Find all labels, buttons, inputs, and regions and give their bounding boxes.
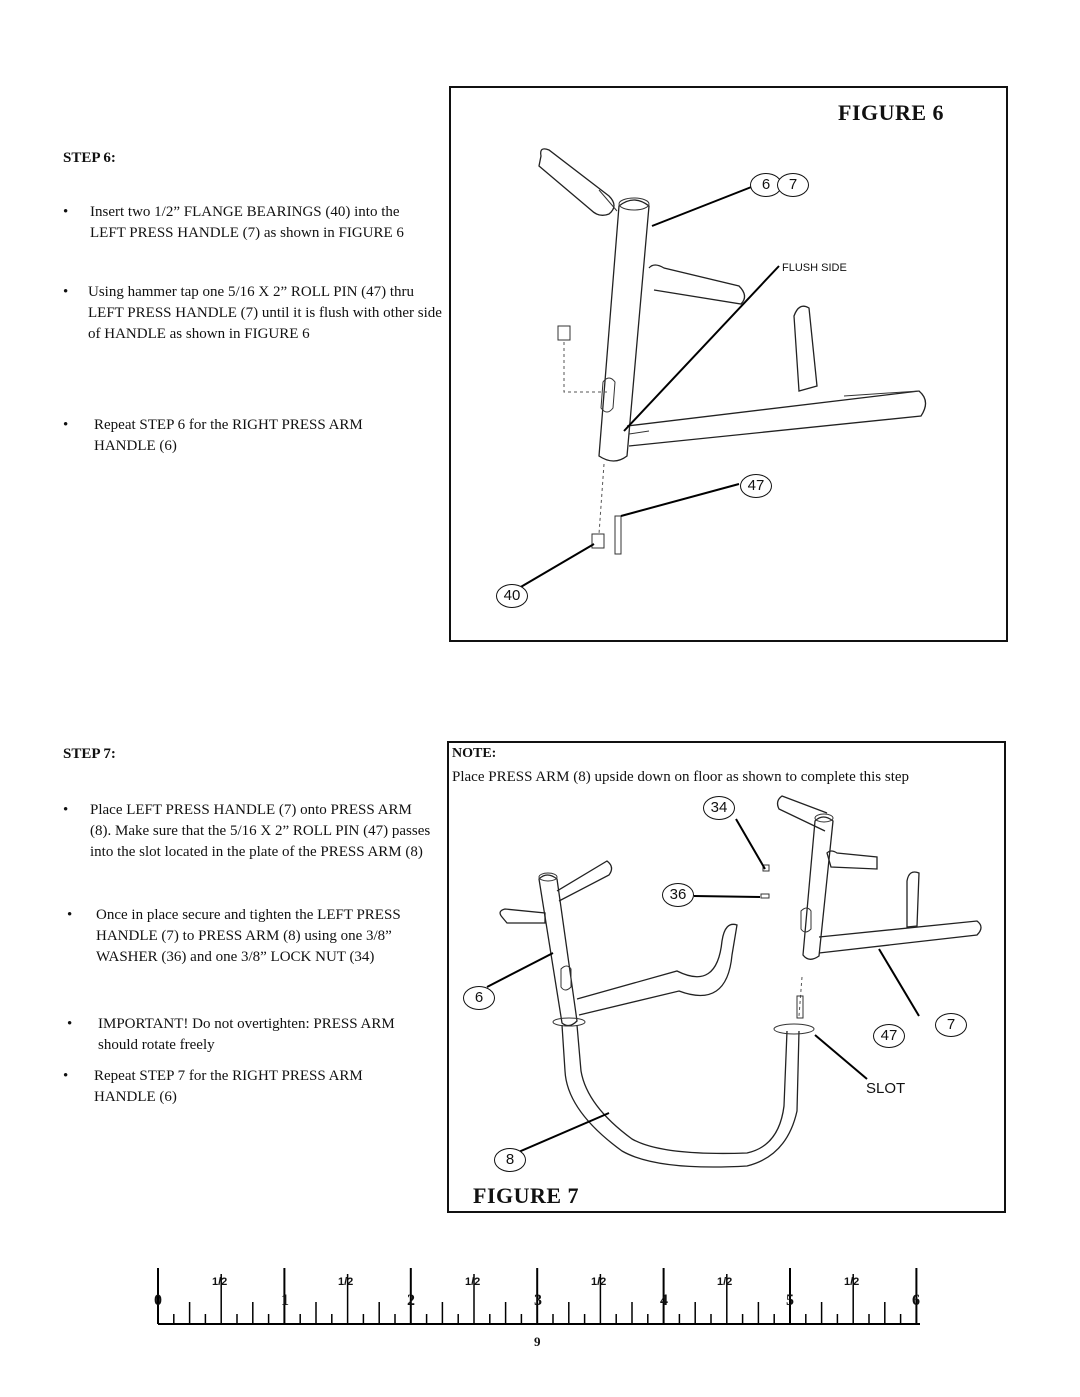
ruler-number-6: 6 bbox=[912, 1292, 920, 1309]
figure6-frame bbox=[449, 86, 1008, 642]
step7-bullet-3-text: IMPORTANT! Do not overtighten: PRESS ARM… bbox=[98, 1016, 395, 1053]
figure7-frame bbox=[447, 741, 1006, 1213]
figure6-flush-side-label: FLUSH SIDE bbox=[782, 262, 847, 274]
figure7-drawing bbox=[486, 795, 982, 1168]
figure6-callout-6: 6 bbox=[750, 173, 782, 197]
step7-bullet-2-text: Once in place secure and tighten the LEF… bbox=[96, 907, 401, 965]
step6-bullet-1-text: Insert two 1/2” FLANGE BEARINGS (40) int… bbox=[90, 204, 404, 241]
figure6-title: FIGURE 6 bbox=[838, 100, 945, 125]
figure7-slot-label: SLOT bbox=[866, 1080, 906, 1097]
figure7-callout-7: 7 bbox=[935, 1013, 967, 1037]
page-number: 9 bbox=[534, 1334, 541, 1349]
figure7-callout-34: 34 bbox=[703, 796, 735, 820]
step7-title: STEP 7: bbox=[63, 746, 116, 762]
step6-bullet-3-text: Repeat STEP 6 for the RIGHT PRESS ARM HA… bbox=[94, 417, 363, 454]
step6-bullet-2-text: Using hammer tap one 5/16 X 2” ROLL PIN … bbox=[88, 284, 442, 342]
ruler-number-4: 4 bbox=[660, 1292, 668, 1309]
figure7-callout-47: 47 bbox=[873, 1024, 905, 1048]
figure6-callout-40: 40 bbox=[496, 584, 528, 608]
ruler-half-label-3: 1/2 bbox=[465, 1276, 481, 1288]
ruler-number-1: 1 bbox=[281, 1292, 289, 1309]
step6-bullet-3: • Repeat STEP 6 for the RIGHT PRESS ARM … bbox=[63, 415, 443, 457]
figure7-note-title: NOTE: bbox=[452, 746, 497, 761]
figure7-callout-6: 6 bbox=[463, 986, 495, 1010]
ruler-half-label-5: 1/2 bbox=[717, 1276, 733, 1288]
ruler bbox=[157, 1268, 920, 1325]
figure7-callout-36: 36 bbox=[662, 883, 694, 907]
step6-bullet-1: • Insert two 1/2” FLANGE BEARINGS (40) i… bbox=[63, 202, 443, 244]
step7-bullet-2: • Once in place secure and tighten the L… bbox=[67, 905, 443, 968]
step6-bullet-2: • Using hammer tap one 5/16 X 2” ROLL PI… bbox=[63, 282, 443, 345]
step6-title: STEP 6: bbox=[63, 150, 116, 166]
step7-bullet-3: • IMPORTANT! Do not overtighten: PRESS A… bbox=[67, 1014, 443, 1056]
ruler-half-label-2: 1/2 bbox=[338, 1276, 354, 1288]
figure7-callout-8: 8 bbox=[494, 1148, 526, 1172]
step7-bullet-1: • Place LEFT PRESS HANDLE (7) onto PRESS… bbox=[63, 800, 443, 863]
ruler-half-label-4: 1/2 bbox=[591, 1276, 607, 1288]
step7-bullet-4: • Repeat STEP 7 for the RIGHT PRESS ARM … bbox=[63, 1066, 443, 1108]
figure6-callout-47: 47 bbox=[740, 474, 772, 498]
ruler-number-5: 5 bbox=[786, 1292, 794, 1309]
step7-bullet-4-text: Repeat STEP 7 for the RIGHT PRESS ARM HA… bbox=[94, 1068, 363, 1105]
figure7-note-text: Place PRESS ARM (8) upside down on floor… bbox=[452, 769, 910, 785]
figure6-callout-7: 7 bbox=[777, 173, 809, 197]
figure6-drawing bbox=[518, 148, 927, 589]
ruler-number-3: 3 bbox=[534, 1292, 542, 1309]
ruler-number-0: 0 bbox=[154, 1292, 162, 1309]
ruler-half-label-1: 1/2 bbox=[212, 1276, 228, 1288]
step7-bullet-1-text: Place LEFT PRESS HANDLE (7) onto PRESS A… bbox=[90, 802, 431, 860]
ruler-number-2: 2 bbox=[407, 1292, 415, 1309]
ruler-half-label-6: 1/2 bbox=[844, 1276, 860, 1288]
figure7-title: FIGURE 7 bbox=[473, 1183, 580, 1208]
